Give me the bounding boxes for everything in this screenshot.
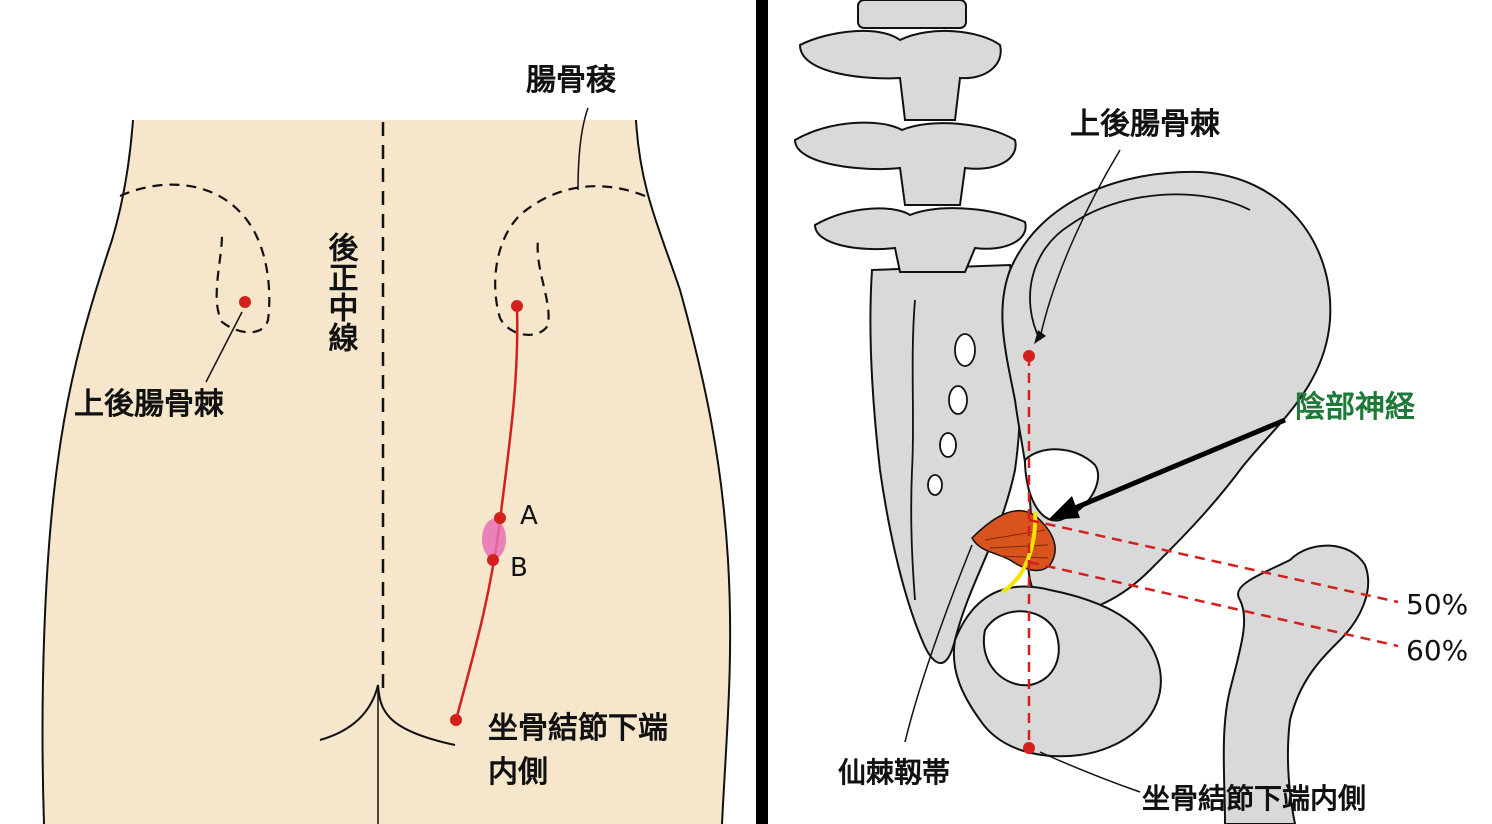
ligament-fiber-3 [999,555,1049,559]
vertebra-3 [813,207,1027,273]
left-psis-point [239,296,251,308]
lumbar-vertebrae [793,0,1027,273]
vertebra-2 [793,121,1017,206]
left-body-contour [41,119,134,824]
obturator-foramen [982,610,1060,687]
right-ischial-label: 坐骨結節下端内側 [1142,782,1366,815]
line-50-percent [1028,518,1399,604]
midline-label-text: 後正中線 [323,232,359,352]
sacral-median-crest [910,299,916,601]
vertebra-1 [798,30,1002,121]
left-panel: 腸骨稜 後正中線 上後腸骨棘 A B 坐骨結節下端 内側 [0,0,756,824]
point-b-label: B [510,553,528,583]
sacrospinous-label: 仙棘靱帯 [838,756,950,789]
sacral-foramina [910,299,976,601]
right-psis-leader [1039,149,1121,339]
ischial-point-r [1023,742,1035,754]
sacral-foramen-2 [948,385,968,415]
sacral-foramen-4 [927,474,943,496]
ischial-tuberosity-point [450,714,462,726]
point-a [494,512,506,524]
pudendal-nerve-arrow-shaft [1069,417,1286,513]
iliac-crest-leader [577,107,589,191]
line-50-label: 50% [1406,588,1468,621]
left-iliac-crest-outline [119,183,271,334]
right-psis-point-r [1023,350,1035,362]
right-ischial-leader [1039,751,1141,793]
sacral-foramen-1 [954,333,976,367]
femur [1222,544,1370,824]
panel-divider [756,0,768,824]
right-panel: 50% 60% 上後腸骨棘 陰部神経 仙棘靱帯 坐骨結節下端内側 [768,0,1492,824]
ilium-inner-contour [1029,193,1251,341]
point-a-label: A [520,501,538,531]
pudendal-nerve [1001,511,1038,594]
injection-zone-highlight [482,519,506,559]
right-body-contour [635,119,732,824]
point-b [487,554,499,566]
iliac-crest-label: 腸骨稜 [526,63,617,98]
pudendal-nerve-arrowhead [1048,496,1080,520]
line-60-label: 60% [1406,634,1468,667]
sacral-foramen-3 [939,432,957,458]
right-psis-point [511,300,523,312]
line-60-percent [1028,560,1399,648]
greater-sciatic-notch [1023,448,1100,522]
ischial-label-line2: 内側 [488,755,548,790]
ischial-label-line1: 坐骨結節下端 [488,711,668,746]
sacrospinous-leader [904,544,973,743]
buttocks-skin [42,120,731,824]
pudendal-nerve-label: 陰部神経 [1295,390,1416,425]
ligament-fiber-2 [989,544,1049,549]
right-psis-label: 上後腸骨棘 [1070,107,1220,142]
left-psis-label: 上後腸骨棘 [74,387,224,422]
midline-label: 後正中線 [323,232,359,352]
right-psis-arrowhead [1034,330,1046,344]
vertebra-top [857,0,967,29]
left-psis-leader [205,311,243,383]
